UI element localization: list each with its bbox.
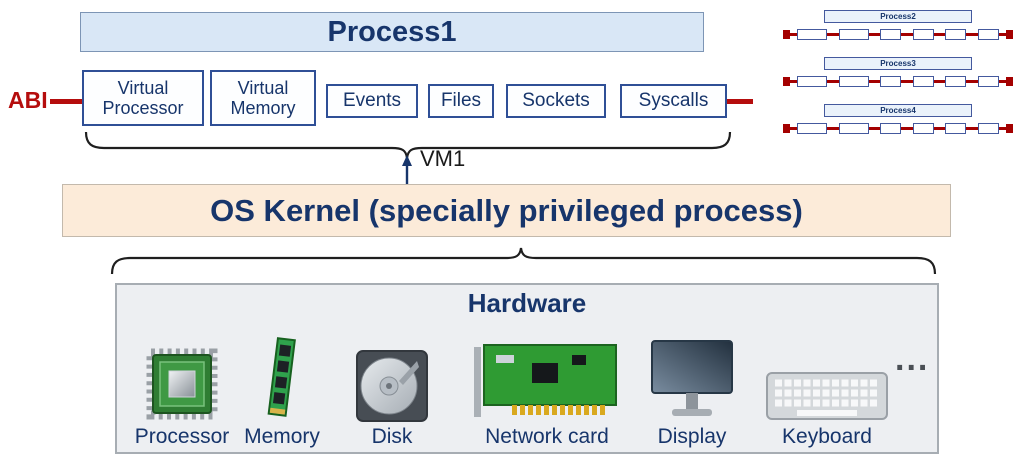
network-card-icon <box>472 317 622 423</box>
vm1-brace <box>84 131 732 159</box>
abi-endpoint-icon <box>783 77 790 86</box>
display-icon <box>648 317 736 423</box>
mini-component-box <box>912 76 934 87</box>
abi-connector-line-right <box>727 99 753 104</box>
mini-process-4: Process4 <box>783 104 1013 136</box>
hardware-brace <box>110 247 937 275</box>
mini-process-title: Process4 <box>824 104 972 117</box>
hardware-item-keyboard: Keyboard <box>757 317 897 449</box>
mini-component-box <box>880 123 902 134</box>
hardware-label-processor: Processor <box>134 425 230 448</box>
mini-component-box <box>880 29 902 40</box>
abi-endpoint-icon <box>783 30 790 39</box>
component-sockets: Sockets <box>506 84 606 118</box>
hardware-box: Hardware Processor <box>115 283 939 454</box>
abi-endpoint-icon <box>1006 77 1013 86</box>
hardware-item-processor: Processor <box>127 317 237 449</box>
mini-process-components <box>783 121 1013 136</box>
ellipsis-icon: ... <box>895 340 930 378</box>
hardware-title: Hardware <box>467 288 587 318</box>
component-virtual-memory: Virtual Memory <box>210 70 316 126</box>
vm1-arrow-icon <box>402 155 412 184</box>
vm1-label: VM1 <box>420 146 466 171</box>
abi-endpoint-icon <box>783 124 790 133</box>
hardware-label-disk: Disk <box>371 425 413 448</box>
mini-component-box <box>912 123 934 134</box>
mini-component-box <box>945 76 967 87</box>
mini-component-box <box>945 123 967 134</box>
mini-component-box <box>977 29 999 40</box>
hardware-item-disk: Disk <box>347 317 437 449</box>
component-files: Files <box>428 84 494 118</box>
mini-component-box <box>797 29 827 40</box>
process1-box: Process1 <box>80 12 704 52</box>
mini-component-box <box>912 29 934 40</box>
disk-icon <box>355 317 429 423</box>
component-virtual-processor: Virtual Processor <box>82 70 204 126</box>
mini-component-box <box>838 29 869 40</box>
mini-component-box <box>880 76 902 87</box>
mini-process-title: Process2 <box>824 10 972 23</box>
mini-component-box <box>838 123 869 134</box>
hardware-label-network-card: Network card <box>485 425 609 448</box>
mini-component-box <box>797 76 827 87</box>
abi-endpoint-icon <box>1006 124 1013 133</box>
abi-label: ABI <box>8 87 48 113</box>
mini-process-components <box>783 27 1013 42</box>
component-events: Events <box>326 84 418 118</box>
mini-component-box <box>797 123 827 134</box>
mini-component-box <box>945 29 967 40</box>
component-syscalls: Syscalls <box>620 84 727 118</box>
abi-connector-line-left <box>50 99 82 104</box>
abi-endpoint-icon <box>1006 30 1013 39</box>
mini-process-2: Process2 <box>783 10 1013 42</box>
ram-icon <box>260 317 304 423</box>
mini-process-stack: Process2 Process3 <box>783 10 1013 151</box>
mini-process-3: Process3 <box>783 57 1013 89</box>
hardware-label-display: Display <box>657 425 727 448</box>
os-kernel-box: OS Kernel (specially privileged process) <box>62 184 951 237</box>
mini-component-box <box>838 76 869 87</box>
mini-process-components <box>783 74 1013 89</box>
mini-component-box <box>977 123 999 134</box>
mini-process-title: Process3 <box>824 57 972 70</box>
hardware-label-memory: Memory <box>244 425 320 448</box>
keyboard-icon <box>765 317 889 423</box>
hardware-item-display: Display <box>637 317 747 449</box>
hardware-item-memory: Memory <box>242 317 322 449</box>
hardware-item-network-card: Network card <box>462 317 632 449</box>
hardware-label-keyboard: Keyboard <box>782 425 872 448</box>
mini-component-box <box>977 76 999 87</box>
cpu-icon <box>143 317 221 423</box>
